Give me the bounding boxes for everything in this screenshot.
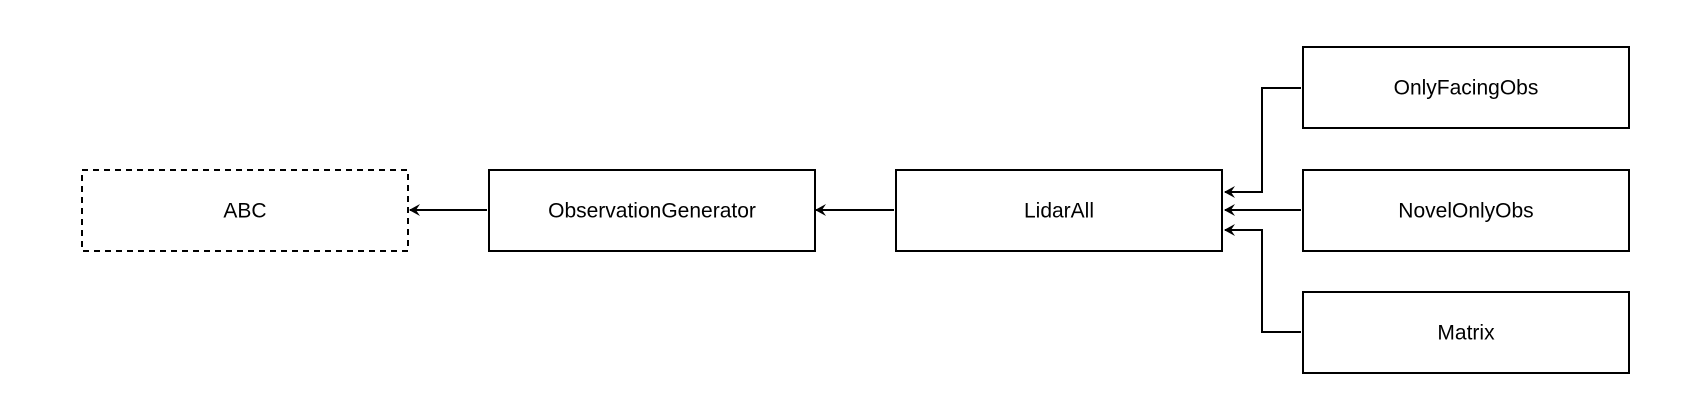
node-novel-only-obs[interactable]: NovelOnlyObs xyxy=(1302,169,1630,252)
node-only-facing-obs-label: OnlyFacingObs xyxy=(1394,77,1539,100)
node-only-facing-obs[interactable]: OnlyFacingObs xyxy=(1302,46,1630,129)
node-matrix[interactable]: Matrix xyxy=(1302,291,1630,374)
edge-matrix-to-lidar-all xyxy=(1224,224,1301,333)
node-matrix-label: Matrix xyxy=(1437,322,1495,345)
node-observation-generator[interactable]: ObservationGenerator xyxy=(488,169,816,252)
edges xyxy=(409,87,1301,333)
edge-only-facing-obs-to-lidar-all xyxy=(1224,87,1301,198)
node-abc[interactable]: ABC xyxy=(81,169,409,252)
node-abc-label: ABC xyxy=(223,200,266,223)
node-lidar-all[interactable]: LidarAll xyxy=(895,169,1223,252)
node-observation-generator-label: ObservationGenerator xyxy=(548,200,756,223)
node-lidar-all-label: LidarAll xyxy=(1024,200,1094,223)
node-novel-only-obs-label: NovelOnlyObs xyxy=(1398,200,1533,223)
